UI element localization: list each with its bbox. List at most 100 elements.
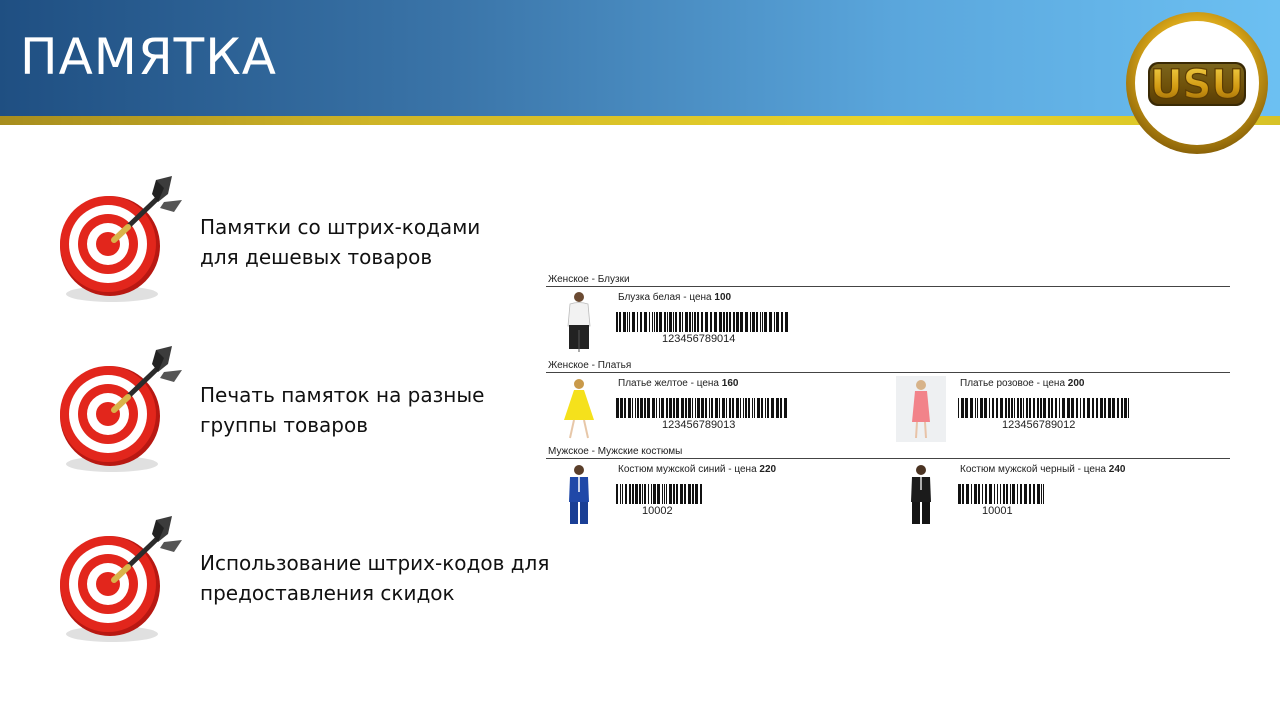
bullet-line: Использование штрих-кодов для: [200, 551, 550, 575]
barcode-bar: [1005, 398, 1007, 418]
barcode-bar: [771, 398, 774, 418]
barcode-bar: [681, 398, 684, 418]
barcode-bar: [714, 312, 717, 332]
barcode-bar: [958, 398, 959, 418]
barcode-bar: [974, 484, 977, 504]
barcode-bar: [692, 312, 693, 332]
barcode-bar: [764, 312, 767, 332]
barcode-bar: [619, 312, 621, 332]
barcode-bar: [1041, 484, 1042, 504]
barcode-bar: [1017, 398, 1019, 418]
dart-target-icon: [52, 506, 192, 646]
group-title: Мужское - Мужские костюмы: [548, 446, 683, 457]
barcode-bar: [1080, 398, 1081, 418]
barcode-bar: [985, 484, 987, 504]
header-banner: [0, 0, 1280, 118]
usu-logo: USU: [1126, 12, 1268, 154]
barcode-bar: [733, 312, 735, 332]
barcode-bar: [675, 312, 677, 332]
barcode-bar: [628, 398, 631, 418]
barcode-bar: [980, 398, 983, 418]
product-name: Блузка белая - цена 100: [618, 292, 732, 303]
barcode-bar: [1000, 484, 1001, 504]
barcode-bar: [1037, 484, 1040, 504]
barcode-bar: [1033, 484, 1035, 504]
barcode-bar: [664, 484, 665, 504]
yellow-dress-photo: [564, 379, 594, 439]
barcode-bar: [726, 398, 727, 418]
barcode-bar: [635, 398, 636, 418]
barcode-bar: [622, 484, 623, 504]
barcode-bar: [745, 398, 747, 418]
barcode-bar: [761, 398, 763, 418]
barcode-bar: [1008, 398, 1010, 418]
bullet-item: Печать памяток на разные группы товаров: [52, 336, 532, 476]
barcode-bar: [676, 398, 679, 418]
barcode-bar: [781, 312, 783, 332]
barcode-bar: [1026, 398, 1028, 418]
barcode-bar: [765, 398, 766, 418]
barcode-bar: [776, 312, 779, 332]
barcode-bar: [1124, 398, 1127, 418]
barcode-bar: [666, 398, 668, 418]
barcode-bar: [684, 484, 686, 504]
barcode-bar: [1076, 398, 1078, 418]
barcode-bar: [666, 484, 667, 504]
barcode-bar: [1043, 398, 1046, 418]
product-label: Блузка белая - цена 100 123456789014: [546, 286, 886, 358]
barcode-bar: [958, 484, 961, 504]
barcode-bar: [1006, 484, 1008, 504]
barcode-bar: [711, 398, 713, 418]
barcode-bar: [673, 312, 674, 332]
product-name: Костюм мужской синий - цена 220: [618, 464, 777, 475]
barcode-bar: [1096, 398, 1098, 418]
barcode-bar: [736, 398, 739, 418]
barcode-bar: [1108, 398, 1111, 418]
barcode-bar: [637, 312, 638, 332]
barcode-bar: [1062, 398, 1065, 418]
barcode-bar: [1117, 398, 1119, 418]
barcode-bar: [652, 312, 653, 332]
barcode-bar: [656, 398, 657, 418]
bullet-line: группы товаров: [200, 413, 368, 437]
barcode-bar: [692, 398, 693, 418]
barcode-bar: [627, 312, 628, 332]
barcode-bar: [732, 398, 734, 418]
barcode-bar: [1017, 484, 1018, 504]
barcode-bar: [1043, 484, 1044, 504]
barcode-bar: [1024, 484, 1027, 504]
barcode-bar: [695, 398, 696, 418]
barcode-number: 123456789014: [662, 333, 736, 345]
barcode-bar: [669, 398, 672, 418]
barcode-bar: [1051, 398, 1053, 418]
barcode-bar: [647, 398, 650, 418]
barcode-bar: [1040, 398, 1042, 418]
barcode-bar: [1012, 484, 1015, 504]
barcode-bar: [624, 398, 626, 418]
barcode-bar: [1055, 398, 1057, 418]
barcode-labels-preview: Женское - Блузки Блузка белая - цена 100…: [546, 268, 1230, 530]
barcode-bar: [1000, 398, 1003, 418]
bullet-line: Памятки со штрих-кодами: [200, 215, 481, 239]
barcode-bar: [654, 312, 655, 332]
barcode-bar: [644, 398, 646, 418]
barcode-bar: [780, 398, 782, 418]
barcode-bar: [616, 484, 618, 504]
product-label: Костюм мужской синий - цена 220 10002: [546, 458, 886, 530]
barcode-bar: [722, 398, 725, 418]
barcode-bar: [740, 398, 741, 418]
barcode-bar: [685, 398, 687, 418]
logo-text: USU: [1150, 62, 1244, 108]
barcode-bar: [667, 312, 668, 332]
group-divider: [546, 286, 1230, 287]
barcode-bar: [1003, 484, 1005, 504]
barcode-bar: [632, 398, 633, 418]
barcode-bar: [632, 312, 635, 332]
barcode-bar: [664, 312, 666, 332]
barcode-bar: [1010, 484, 1011, 504]
barcode-bar: [697, 398, 700, 418]
barcode-bar: [1020, 484, 1022, 504]
barcode-bar: [688, 398, 691, 418]
dart-target-icon: [52, 336, 192, 476]
barcode-graphic: [616, 398, 787, 418]
